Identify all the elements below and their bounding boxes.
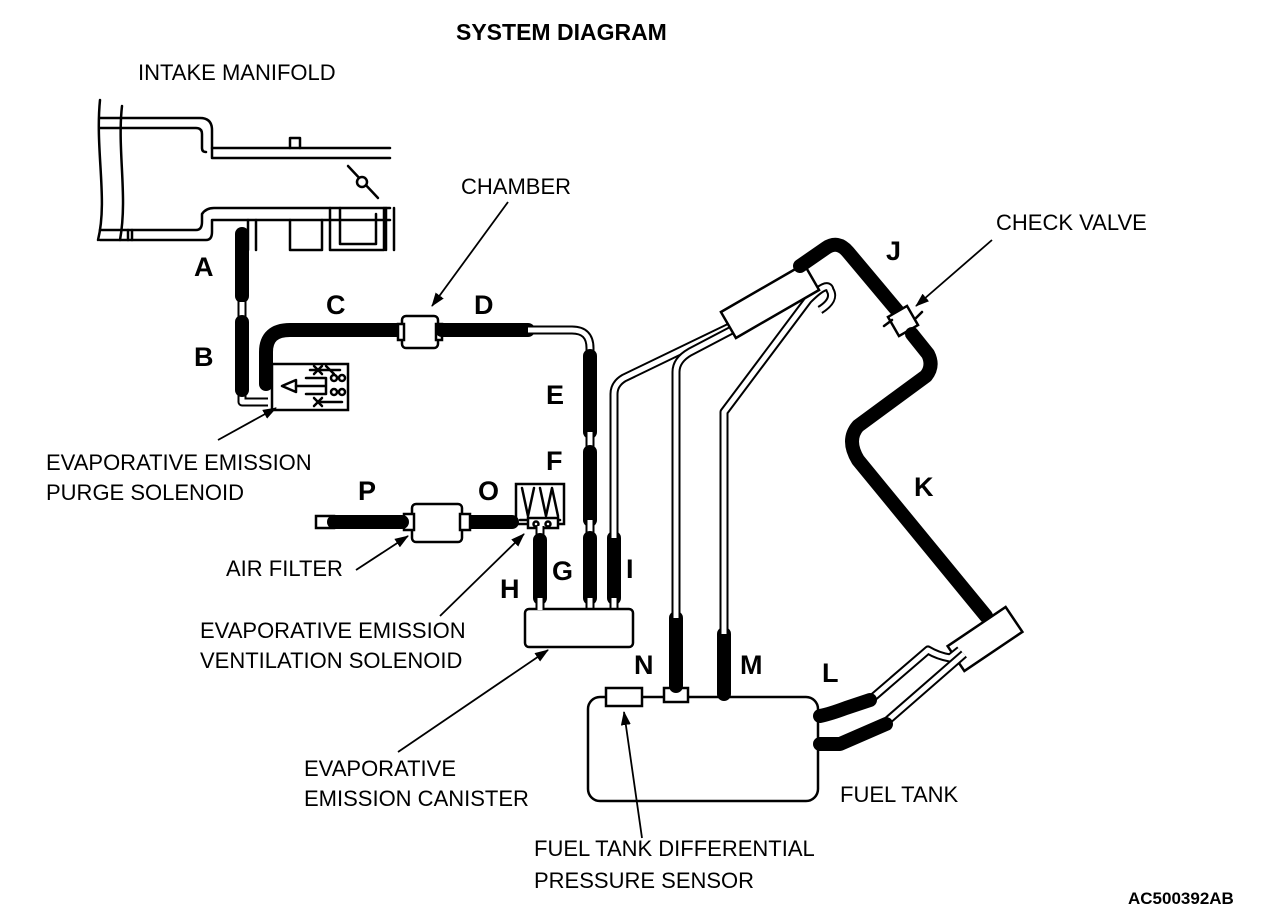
hose-label-a: A (194, 252, 214, 282)
label-canister-1: EVAPORATIVE (304, 756, 456, 781)
hose-label-i: I (626, 554, 634, 584)
hose-label-h: H (500, 574, 520, 604)
hose-m (717, 282, 837, 701)
label-pressure-sensor-1: FUEL TANK DIFFERENTIAL (534, 836, 815, 861)
hose-c (259, 323, 411, 391)
hose-i (607, 317, 742, 610)
hose-label-d: D (474, 290, 494, 320)
hose-label-l: L (822, 658, 839, 688)
hose-l (813, 645, 967, 751)
label-ventilation-solenoid-2: VENTILATION SOLENOID (200, 648, 462, 673)
hose-label-g: G (552, 556, 573, 586)
hose-label-o: O (478, 476, 499, 506)
label-ventilation-solenoid-1: EVAPORATIVE EMISSION (200, 618, 466, 643)
hose-k (845, 327, 993, 623)
hose-label-j: J (886, 236, 901, 266)
label-air-filter: AIR FILTER (226, 556, 343, 581)
diagram-title: SYSTEM DIAGRAM (456, 19, 667, 45)
hose-label-k: K (914, 472, 934, 502)
figure-code: AC500392AB (1128, 889, 1234, 908)
hose-label-e: E (546, 380, 564, 410)
label-purge-solenoid-2: PURGE SOLENOID (46, 480, 244, 505)
upper-junction (719, 262, 821, 340)
intake-manifold (96, 98, 396, 252)
hose-p (314, 514, 409, 530)
hose-label-n: N (634, 650, 654, 680)
label-canister-2: EMISSION CANISTER (304, 786, 529, 811)
label-fuel-tank: FUEL TANK (840, 782, 959, 807)
hose-label-b: B (194, 342, 214, 372)
hose-d (435, 323, 595, 360)
hose-j (793, 237, 907, 321)
hose-b (235, 302, 268, 407)
canister (523, 607, 635, 649)
purge-solenoid (270, 362, 350, 412)
label-check-valve: CHECK VALVE (996, 210, 1147, 235)
hose-label-f: F (546, 446, 563, 476)
fuel-tank (586, 686, 820, 803)
label-chamber: CHAMBER (461, 174, 571, 199)
label-pressure-sensor-2: PRESSURE SENSOR (534, 868, 754, 893)
air-filter (402, 502, 472, 544)
hose-label-c: C (326, 290, 346, 320)
leader-lines (217, 201, 993, 839)
hose-label-m: M (740, 650, 763, 680)
label-purge-solenoid-1: EVAPORATIVE EMISSION (46, 450, 312, 475)
hose-label-p: P (358, 476, 376, 506)
hose-n (669, 284, 815, 693)
label-intake-manifold: INTAKE MANIFOLD (138, 60, 336, 85)
ventilation-solenoid (514, 482, 566, 530)
